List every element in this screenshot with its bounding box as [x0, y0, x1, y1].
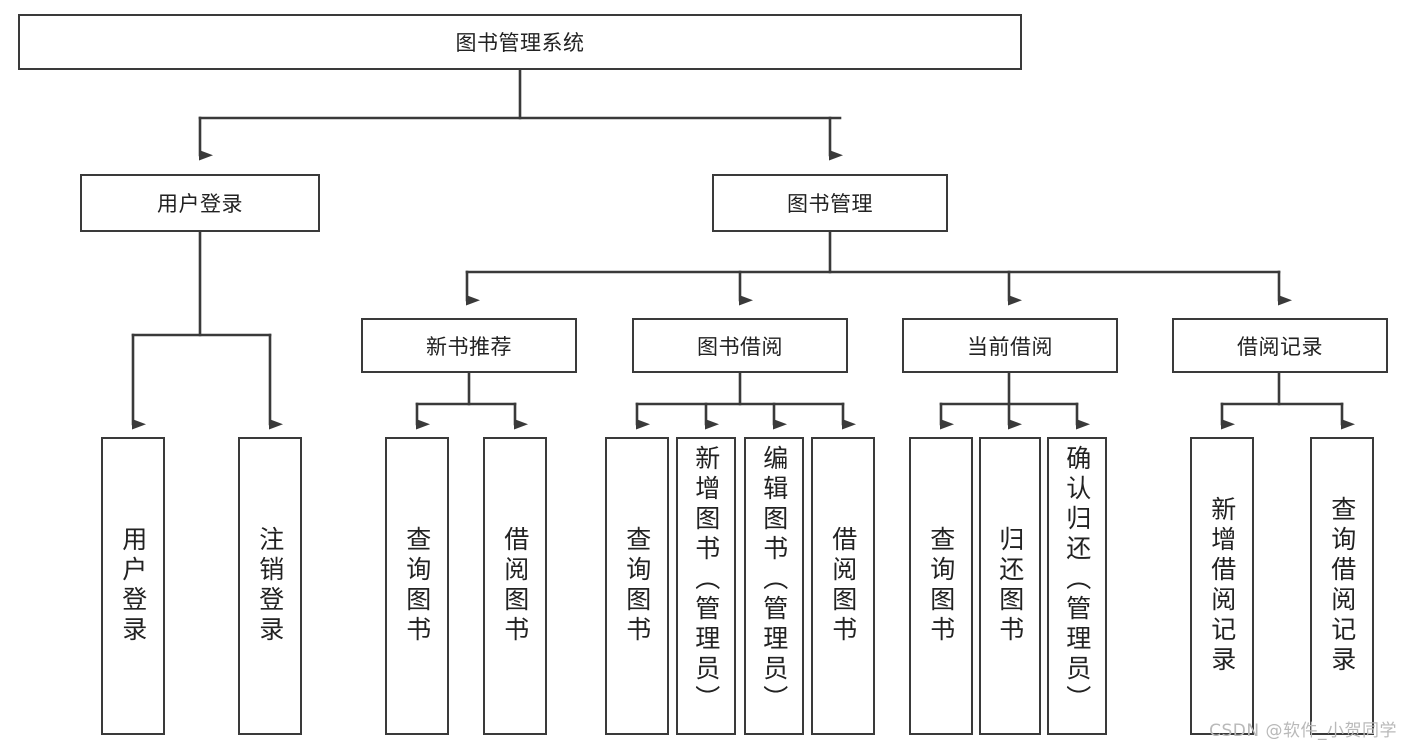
node-leaf-return-book[interactable]: 归还图书	[979, 437, 1041, 735]
node-leaf-confirm-return-label: 确认归还（管理员）	[1062, 445, 1092, 715]
node-leaf-query-book-3[interactable]: 查询图书	[909, 437, 973, 735]
node-leaf-query-record[interactable]: 查询借阅记录	[1310, 437, 1374, 735]
csdn-watermark: CSDN @软件_小贺同学	[1209, 721, 1397, 741]
node-leaf-borrow-book-2[interactable]: 借阅图书	[811, 437, 875, 735]
node-leaf-query-record-label: 查询借阅记录	[1327, 496, 1357, 676]
node-user-login[interactable]: 用户登录	[80, 174, 320, 232]
node-book-borrow[interactable]: 图书借阅	[632, 318, 848, 373]
node-leaf-edit-book[interactable]: 编辑图书（管理员）	[744, 437, 804, 735]
node-root-label: 图书管理系统	[455, 31, 585, 55]
node-borrow-record-label: 借阅记录	[1237, 334, 1323, 359]
node-leaf-add-book-label: 新增图书（管理员）	[691, 445, 721, 715]
node-leaf-logout-login[interactable]: 注销登录	[238, 437, 302, 735]
node-current-borrow[interactable]: 当前借阅	[902, 318, 1118, 373]
node-user-login-label: 用户登录	[157, 192, 243, 216]
node-borrow-record[interactable]: 借阅记录	[1172, 318, 1388, 373]
node-root[interactable]: 图书管理系统	[18, 14, 1022, 70]
node-leaf-add-book[interactable]: 新增图书（管理员）	[676, 437, 736, 735]
node-new-book-recommend-label: 新书推荐	[426, 334, 512, 359]
node-book-management-label: 图书管理	[787, 192, 873, 216]
node-leaf-query-book-1[interactable]: 查询图书	[385, 437, 449, 735]
node-leaf-add-record[interactable]: 新增借阅记录	[1190, 437, 1254, 735]
node-leaf-query-book-2-label: 查询图书	[622, 526, 652, 646]
node-leaf-logout-login-label: 注销登录	[255, 526, 285, 646]
node-leaf-user-login[interactable]: 用户登录	[101, 437, 165, 735]
node-leaf-edit-book-label: 编辑图书（管理员）	[759, 445, 789, 715]
node-leaf-query-book-3-label: 查询图书	[926, 526, 956, 646]
node-leaf-query-book-1-label: 查询图书	[402, 526, 432, 646]
node-leaf-user-login-label: 用户登录	[118, 526, 148, 646]
node-current-borrow-label: 当前借阅	[967, 334, 1053, 359]
node-leaf-borrow-book-1-label: 借阅图书	[500, 526, 530, 646]
node-leaf-return-book-label: 归还图书	[995, 526, 1025, 646]
node-leaf-query-book-2[interactable]: 查询图书	[605, 437, 669, 735]
node-leaf-borrow-book-2-label: 借阅图书	[828, 526, 858, 646]
node-leaf-borrow-book-1[interactable]: 借阅图书	[483, 437, 547, 735]
node-book-management[interactable]: 图书管理	[712, 174, 948, 232]
node-leaf-confirm-return[interactable]: 确认归还（管理员）	[1047, 437, 1107, 735]
node-leaf-add-record-label: 新增借阅记录	[1207, 496, 1237, 676]
node-new-book-recommend[interactable]: 新书推荐	[361, 318, 577, 373]
node-book-borrow-label: 图书借阅	[697, 334, 783, 359]
